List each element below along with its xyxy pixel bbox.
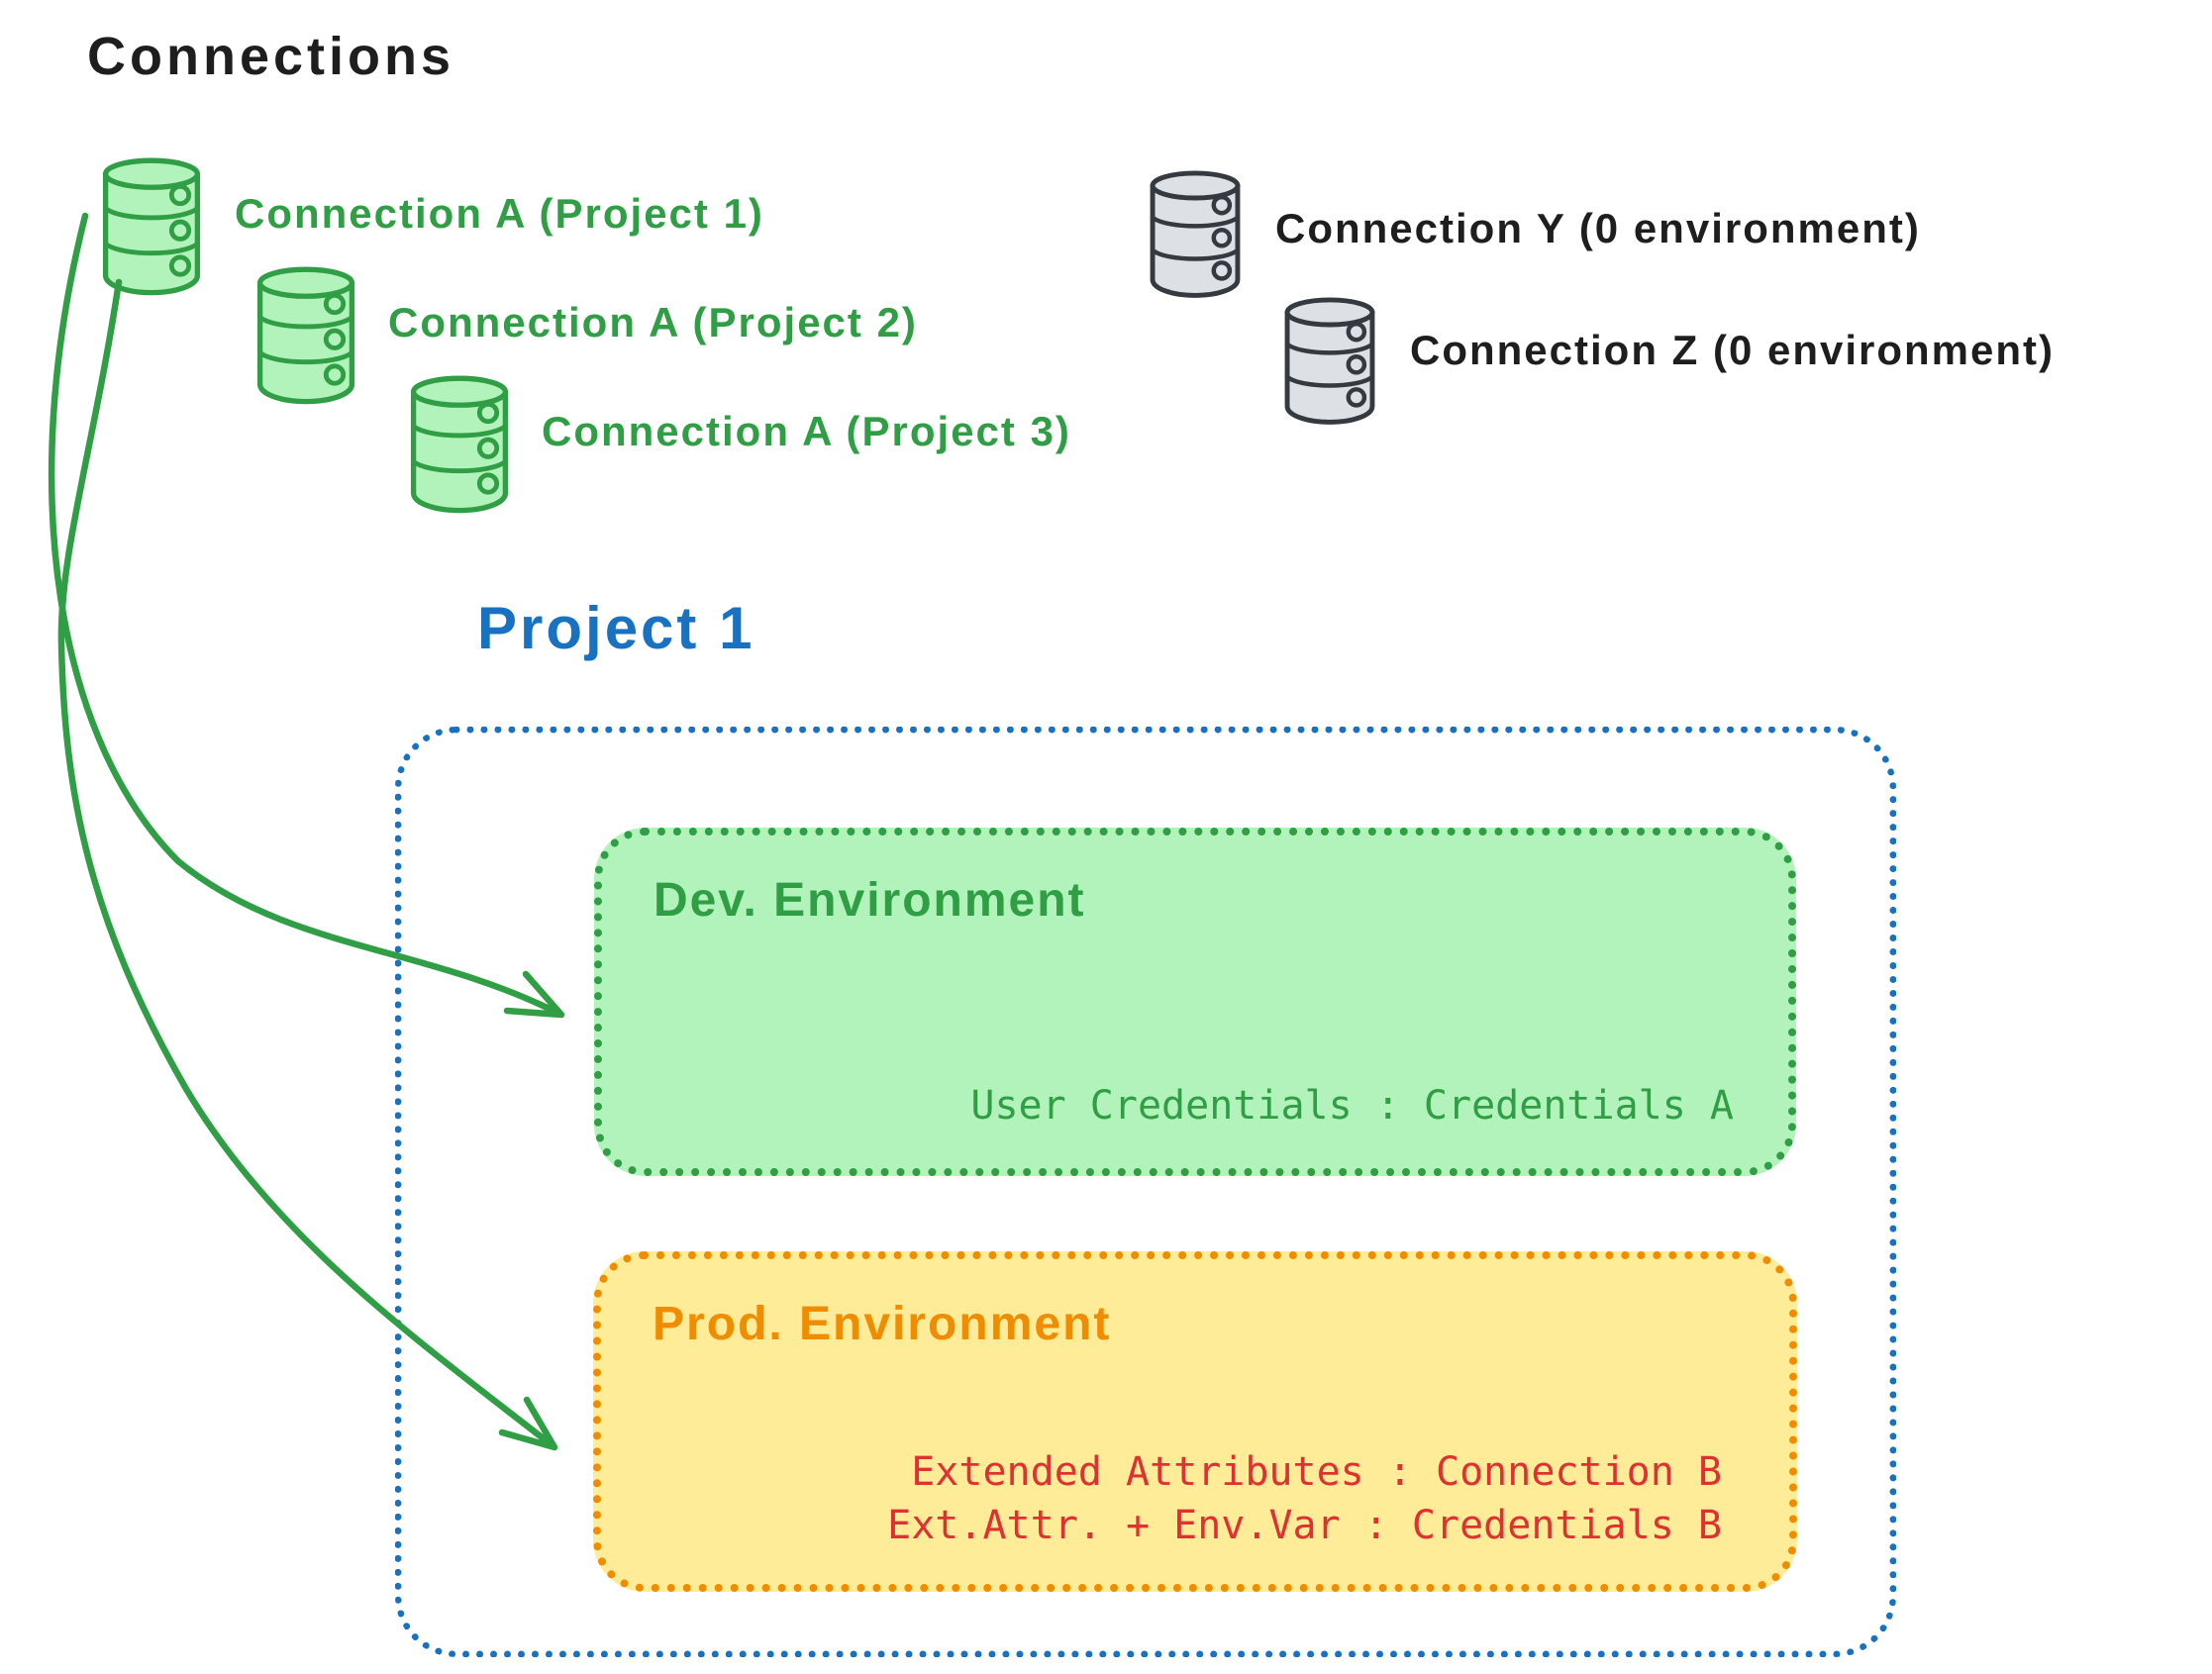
prod-mapping-line-2: Ext.Attr. + Env.Var : Credentials B: [887, 1503, 1722, 1548]
prod-environment-box: Prod. Environment Extended Attributes : …: [593, 1251, 1797, 1592]
connection-a-project-2-label: Connection A (Project 2): [388, 299, 918, 345]
database-icon-connection-a-project-3: [402, 366, 517, 517]
database-icon-connection-z: [1275, 291, 1384, 426]
dev-environment-title: Dev. Environment: [654, 874, 1086, 927]
dev-credentials-text: User Credentials : Credentials A: [970, 1083, 1734, 1129]
database-icon-connection-a-project-1: [94, 148, 209, 299]
prod-mapping-text: Extended Attributes : Connection B Ext.A…: [887, 1445, 1722, 1552]
connection-y-label: Connection Y (0 environment): [1275, 205, 1921, 251]
connection-a-project-3-label: Connection A (Project 3): [542, 408, 1071, 454]
project-title: Project 1: [477, 595, 755, 661]
connection-a-project-1-label: Connection A (Project 1): [235, 190, 764, 237]
dev-environment-box: Dev. Environment User Credentials : Cred…: [594, 828, 1796, 1176]
page-title: Connections: [87, 27, 455, 86]
database-icon-connection-a-project-2: [249, 257, 363, 408]
connection-z-label: Connection Z (0 environment): [1410, 327, 2056, 373]
prod-mapping-line-1: Extended Attributes : Connection B: [911, 1449, 1722, 1495]
prod-environment-title: Prod. Environment: [653, 1298, 1112, 1350]
database-icon-connection-y: [1141, 164, 1250, 299]
